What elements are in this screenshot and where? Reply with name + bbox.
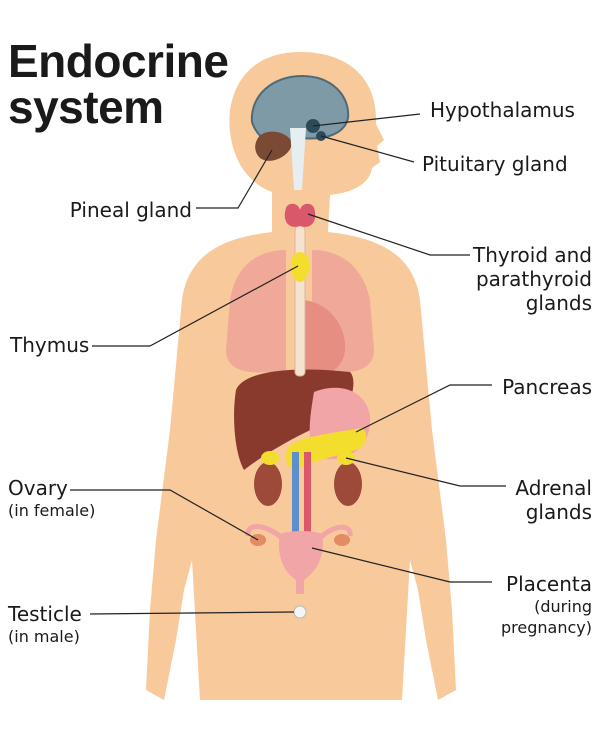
label-adrenal-line-1: Adrenal [515,476,592,500]
left-fallopian-tube [245,524,284,540]
label-adrenal: Adrenal glands [515,476,592,524]
title-line-2: system [8,81,164,133]
testicle-leader [89,611,295,615]
pituitary-leader [320,135,415,163]
leader-lines [70,113,506,615]
label-testicle-main: Testicle [8,602,82,626]
label-thymus: Thymus [10,333,90,357]
hypothalamus-leader [312,113,421,127]
heart [300,300,346,376]
right-fallopian-tube [318,524,353,540]
label-placenta-note-1: (during [534,597,592,616]
left-adrenal [261,451,279,465]
testicle-gland [293,605,307,619]
label-thyroid-line-1: Thyroid and [473,243,592,267]
aorta [292,452,299,542]
label-thyroid-line-3: glands [525,291,592,315]
label-adrenal-line-2: glands [525,500,592,524]
ovary-leader [70,489,259,541]
trachea [294,225,306,377]
diagram-title: Endocrine system [8,35,229,133]
cerebellum [255,131,292,161]
thymus-leader [92,265,299,347]
label-placenta-note-2: pregnancy) [501,618,592,637]
label-hypothalamus: Hypothalamus [430,98,575,122]
placenta-leader [311,547,492,583]
label-pineal: Pineal gland [69,198,192,222]
label-ovary: Ovary (in female) [8,476,95,521]
pancreas-leader [355,384,492,433]
label-placenta: Placenta (during pregnancy) [501,572,592,638]
vena-cava [304,452,311,542]
label-testicle-note: (in male) [8,627,80,646]
thymus-gland [290,252,310,282]
label-placenta-main: Placenta [506,572,592,596]
label-thyroid: Thyroid and parathyroid glands [473,243,592,315]
uterus [278,531,323,594]
title-line-1: Endocrine [8,35,229,87]
label-pancreas: Pancreas [502,375,592,399]
pineal-leader [196,149,273,209]
spinal-cord [290,128,306,190]
label-pituitary: Pituitary gland [422,152,568,176]
label-ovary-main: Ovary [8,476,68,500]
thyroid-gland [284,203,316,227]
right-ovary [334,534,350,546]
left-kidney [254,462,282,506]
adrenal-leader [345,457,506,487]
label-thyroid-line-2: parathyroid [475,267,592,291]
label-ovary-note: (in female) [8,501,96,520]
label-testicle: Testicle (in male) [8,602,82,647]
right-kidney [334,462,362,506]
thyroid-leader [307,213,470,256]
